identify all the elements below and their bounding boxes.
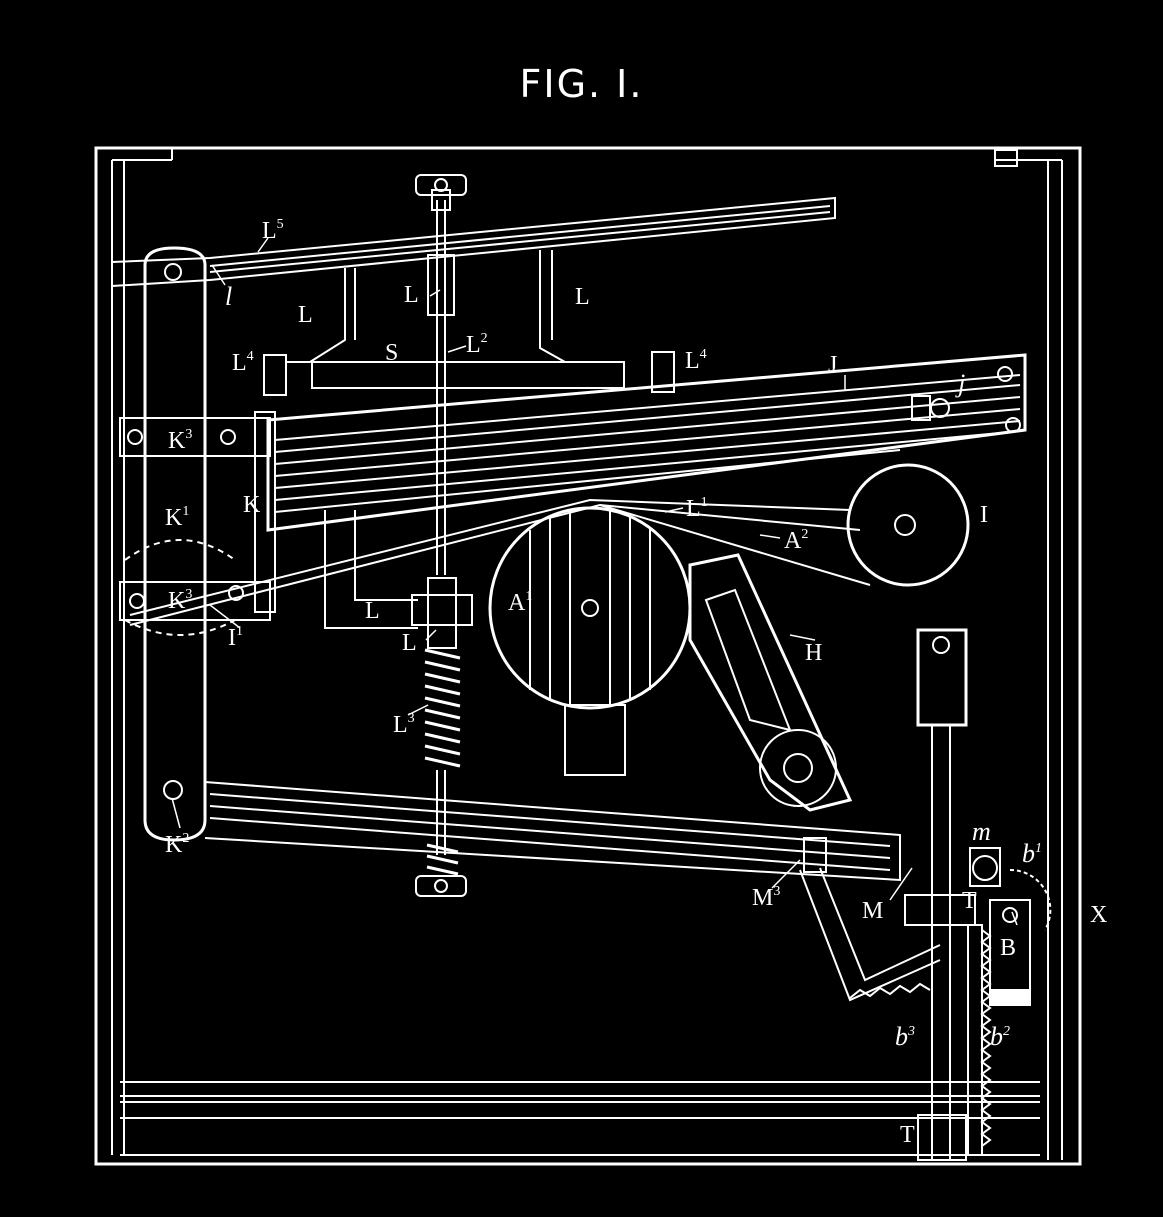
beam-j [266, 353, 1027, 532]
label-b3: b3 [895, 1022, 915, 1051]
arm-h [688, 553, 853, 812]
label-b1: b1 [1022, 839, 1042, 868]
label-i: I [980, 502, 988, 528]
label-j-small: j [955, 369, 965, 398]
label-b: B [1000, 935, 1016, 961]
rod-l5 [111, 196, 836, 287]
label-l4-right: L4 [685, 347, 707, 374]
label-t-bottom: T [900, 1122, 915, 1148]
label-b2: b2 [990, 1022, 1010, 1051]
rack-b2 [967, 924, 992, 1156]
label-a2: A2 [784, 527, 808, 554]
label-k3-top: K3 [168, 427, 192, 454]
label-l1: L1 [686, 495, 708, 522]
label-k3-bottom: K3 [168, 587, 192, 614]
rod-b3 [904, 628, 976, 1161]
label-j: J [828, 352, 837, 378]
label-l-small: l [225, 282, 232, 311]
coil-spring-l3 [424, 648, 461, 768]
label-m-small: m [972, 817, 991, 846]
block-b [969, 847, 1052, 1006]
belt-a2 [129, 498, 871, 626]
label-k1: K1 [165, 504, 189, 531]
label-x: X [1090, 902, 1107, 928]
outer-frame [94, 146, 1082, 1166]
label-h: H [805, 640, 822, 666]
label-l-top-mid: L [404, 282, 419, 308]
clamp-k3 [119, 411, 276, 636]
label-i1: I1 [228, 624, 243, 651]
figure-title: FIG. I. [519, 62, 644, 106]
rack-sector [799, 867, 941, 1002]
label-a1: A1 [508, 589, 532, 616]
pulley-i [846, 463, 970, 587]
bracket-l [263, 250, 675, 629]
label-k2: K2 [165, 831, 189, 858]
label-l2: L2 [466, 331, 488, 358]
drum-a1 [488, 506, 692, 776]
rod-m [204, 781, 901, 882]
label-m3: M3 [752, 884, 780, 911]
label-l5: L5 [262, 217, 284, 244]
label-k: K [243, 492, 261, 518]
label-l3: L3 [393, 711, 415, 738]
label-l-top-right: L [575, 284, 590, 310]
label-s: S [385, 340, 398, 366]
label-t-mid: T [962, 888, 977, 914]
label-m: M [862, 898, 883, 924]
label-l-mid: L [365, 598, 380, 624]
label-l4-left: L4 [232, 349, 254, 376]
label-l-nut: L [402, 630, 417, 656]
label-l-top-left: L [298, 302, 313, 328]
